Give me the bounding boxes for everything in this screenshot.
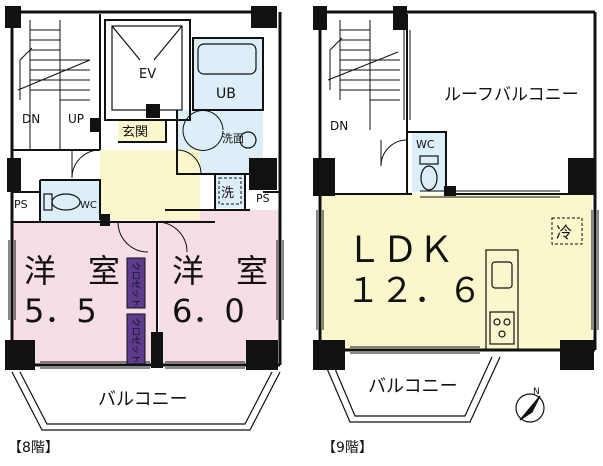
closet-2 — [126, 313, 146, 365]
ps-left-label: PS — [14, 198, 28, 211]
wc-area — [40, 180, 100, 222]
stairs-down-label: DN — [22, 112, 40, 126]
room1-type-label: 洋 室 — [24, 252, 120, 290]
room1-size-label: 5．5 — [24, 292, 97, 330]
stairs-up-label: UP — [68, 112, 84, 126]
unit-bath-label: UB — [216, 86, 236, 102]
elevator-label: EV — [139, 67, 156, 82]
balcony-8f — [11, 371, 281, 431]
compass — [515, 393, 545, 423]
closet-1 — [126, 257, 146, 309]
ldk-area — [320, 194, 592, 350]
aircon-label: 冷 — [556, 223, 572, 242]
floor-8-plan — [5, 6, 284, 431]
entrance-area — [118, 120, 166, 142]
laundry-area — [215, 174, 245, 208]
floor-8-labels: DN UP EV UB 玄関 洗面 洗 WC PS PS 洋 室 5．5 洋 室… — [8, 67, 270, 456]
balcony-9f — [321, 356, 501, 423]
balcony-8f-label: バルコニー — [98, 389, 188, 410]
room2-size-label: 6．0 — [172, 292, 245, 330]
hall-area — [100, 150, 200, 220]
floor-9-labels: DN ルーフバルコニー WC 冷 ＬＤＫ １２．６ バルコニー N 【9階】 — [322, 85, 579, 456]
wc-9f-area — [412, 132, 446, 192]
ps-right-label: PS — [256, 192, 270, 205]
balcony-9f-label: バルコニー — [368, 376, 458, 397]
ldk-type-label: ＬＤＫ — [346, 230, 454, 271]
washroom-label: 洗面 — [222, 132, 244, 145]
floor-8-caption: 【8階】 — [8, 440, 59, 456]
laundry-label: 洗 — [221, 186, 234, 201]
wc-9f-label: WC — [416, 138, 435, 151]
western-room-2 — [159, 210, 281, 365]
floor-9-plan — [313, 6, 599, 423]
kitchen-counter — [485, 249, 519, 351]
floor-9-caption: 【9階】 — [322, 440, 373, 456]
entrance-label: 玄関 — [122, 125, 148, 140]
room2-type-label: 洋 室 — [172, 252, 268, 290]
wc-label: WC — [80, 200, 97, 211]
ldk-size-label: １２．６ — [346, 271, 482, 311]
stairs-down-9f-label: DN — [330, 119, 348, 133]
compass-label: N — [533, 387, 540, 397]
roof-balcony-label: ルーフバルコニー — [444, 85, 579, 105]
closet-2-label: クロゼット — [130, 318, 142, 363]
closet-1-label: クロゼット — [130, 262, 142, 307]
